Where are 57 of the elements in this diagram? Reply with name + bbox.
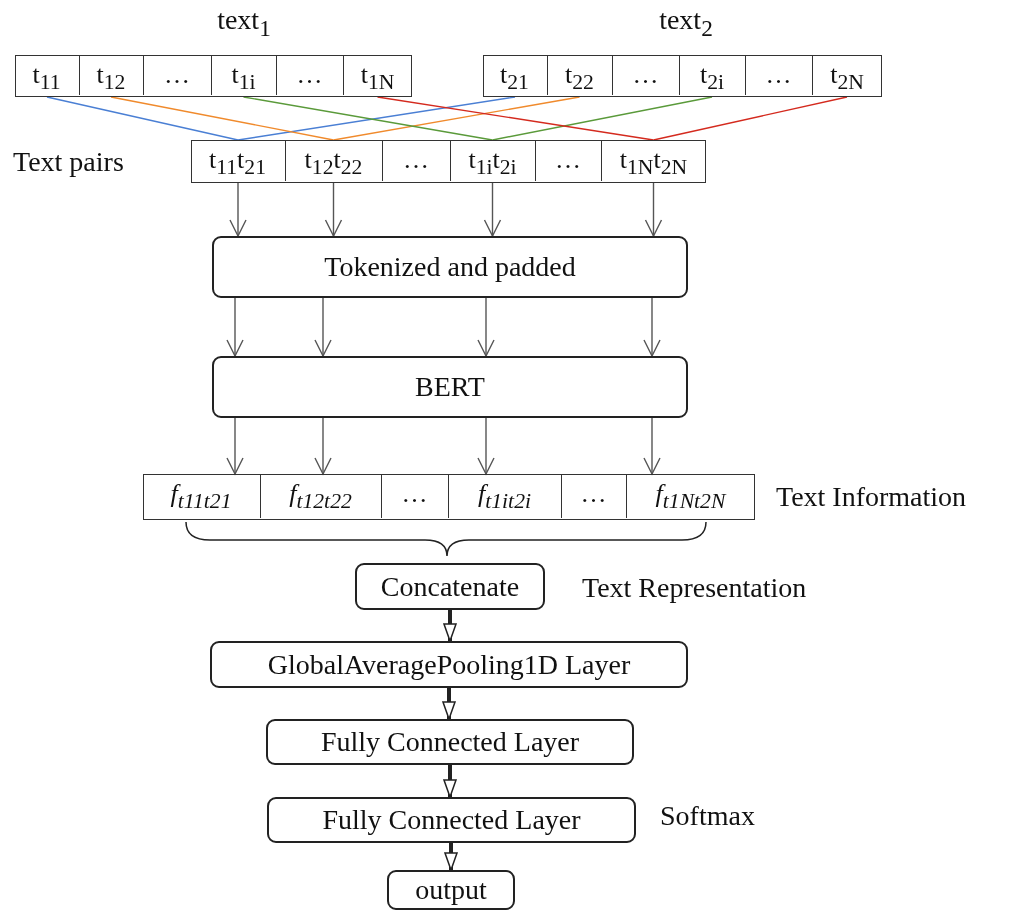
- row-heading: text$_{2}$: [659, 4, 713, 42]
- arrow: [324, 182, 343, 237]
- connector-line: [46, 96, 239, 141]
- process-box: output: [387, 870, 515, 910]
- token-cell: f$_{t12t22}$: [259, 475, 381, 518]
- row-heading: text$_{1}$: [217, 4, 271, 42]
- connector-line: [332, 96, 581, 141]
- token-cell: …: [275, 56, 343, 95]
- token-cell: …: [560, 475, 626, 518]
- arrow: [643, 297, 661, 357]
- hollow-arrow: [442, 688, 456, 720]
- token-cell: t$_{21}$: [482, 56, 547, 95]
- connector-line: [491, 96, 713, 141]
- token-cell: …: [380, 475, 448, 518]
- token-cell: f$_{t1it2i}$: [447, 475, 561, 518]
- token-cell: t$_{11}$t$_{21}$: [190, 141, 285, 181]
- arrow: [229, 182, 247, 237]
- process-box: BERT: [212, 356, 688, 418]
- arrow: [644, 182, 663, 237]
- token-cell: f$_{t11t21}$: [142, 475, 260, 518]
- process-box: Tokenized and padded: [212, 236, 688, 298]
- row-heading: Text Information: [776, 481, 967, 513]
- arrow: [643, 417, 661, 475]
- connector-line: [376, 96, 655, 141]
- token-cell: t$_{12}$t$_{22}$: [284, 141, 382, 181]
- token-cell: t$_{1i}$: [210, 56, 276, 95]
- row-heading: Text pairs: [13, 146, 124, 178]
- process-box: GlobalAveragePooling1D Layer: [210, 641, 688, 688]
- token-cell: …: [534, 141, 601, 181]
- arrow: [314, 297, 332, 357]
- token-cell: t$_{1i}$t$_{2i}$: [449, 141, 535, 181]
- token-cell: t$_{2i}$: [678, 56, 745, 95]
- token-cell: t$_{12}$: [78, 56, 143, 95]
- arrow: [477, 297, 495, 357]
- arrow: [483, 182, 502, 237]
- hollow-arrow: [444, 843, 458, 871]
- arrow: [477, 417, 495, 475]
- connector-line: [110, 96, 335, 141]
- token-cell: f$_{t1Nt2N}$: [625, 475, 755, 518]
- hollow-arrow: [443, 610, 457, 642]
- token-cell: t$_{22}$: [546, 56, 612, 95]
- token-cell: …: [744, 56, 812, 95]
- process-box: Fully Connected Layer: [266, 719, 634, 765]
- token-cell: …: [611, 56, 679, 95]
- token-cell: t$_{11}$: [14, 56, 79, 95]
- arrow: [226, 297, 244, 357]
- hollow-arrow: [443, 765, 457, 798]
- side-label: Softmax: [660, 800, 755, 832]
- token-cell: t$_{1N}$t$_{2N}$: [600, 141, 706, 181]
- token-cell: t$_{1N}$: [342, 56, 412, 95]
- token-cell: …: [381, 141, 450, 181]
- connector-line: [652, 96, 848, 141]
- arrow: [314, 417, 332, 475]
- token-cell: …: [142, 56, 211, 95]
- token-cell: t$_{2N}$: [811, 56, 882, 95]
- arrow: [226, 417, 244, 475]
- side-label: Text Representation: [582, 572, 807, 604]
